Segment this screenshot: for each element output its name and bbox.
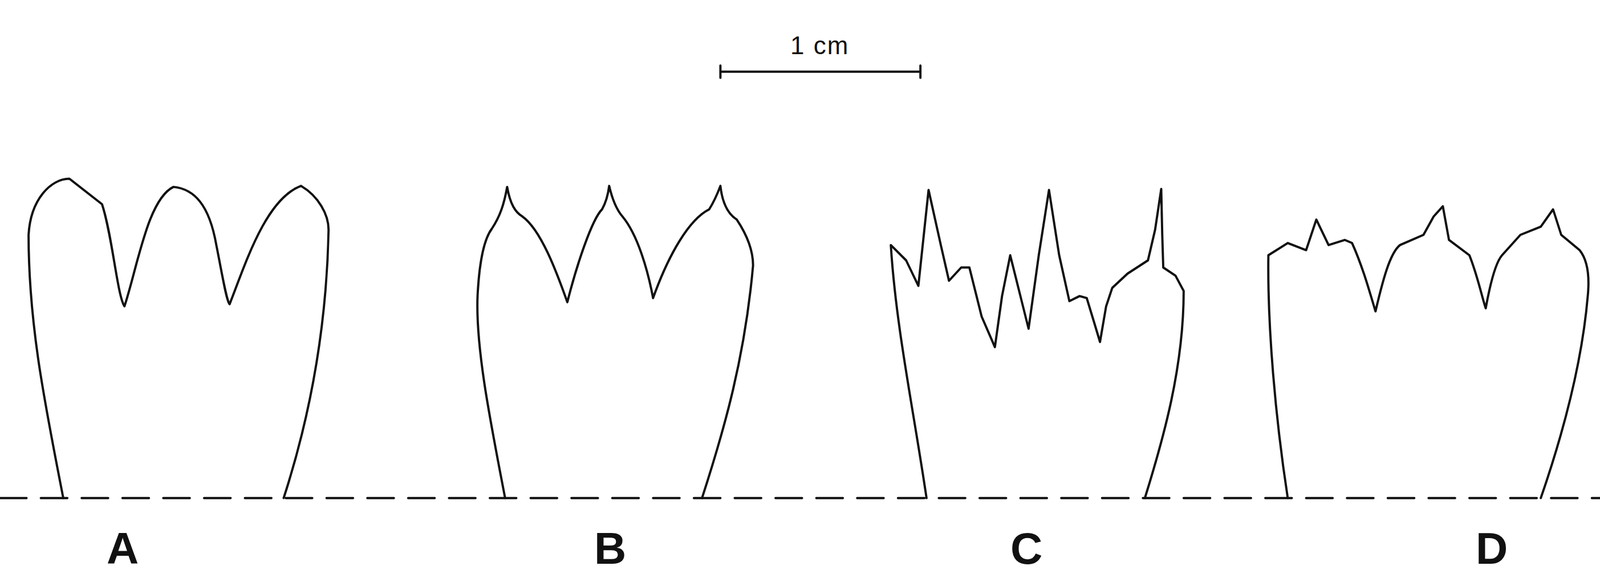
panel-letter: B <box>594 526 627 571</box>
baseline <box>0 497 1600 500</box>
tooth-d <box>1268 206 1589 499</box>
tooth-c <box>890 188 1184 498</box>
panel-letter: A <box>106 526 139 571</box>
scale-label: 1 cm <box>790 33 850 59</box>
panel-letter: C <box>1010 526 1043 571</box>
panel-letter: D <box>1475 526 1508 571</box>
tooth-a <box>28 179 329 499</box>
tooth-b <box>477 185 754 499</box>
scale-bar <box>720 65 921 78</box>
